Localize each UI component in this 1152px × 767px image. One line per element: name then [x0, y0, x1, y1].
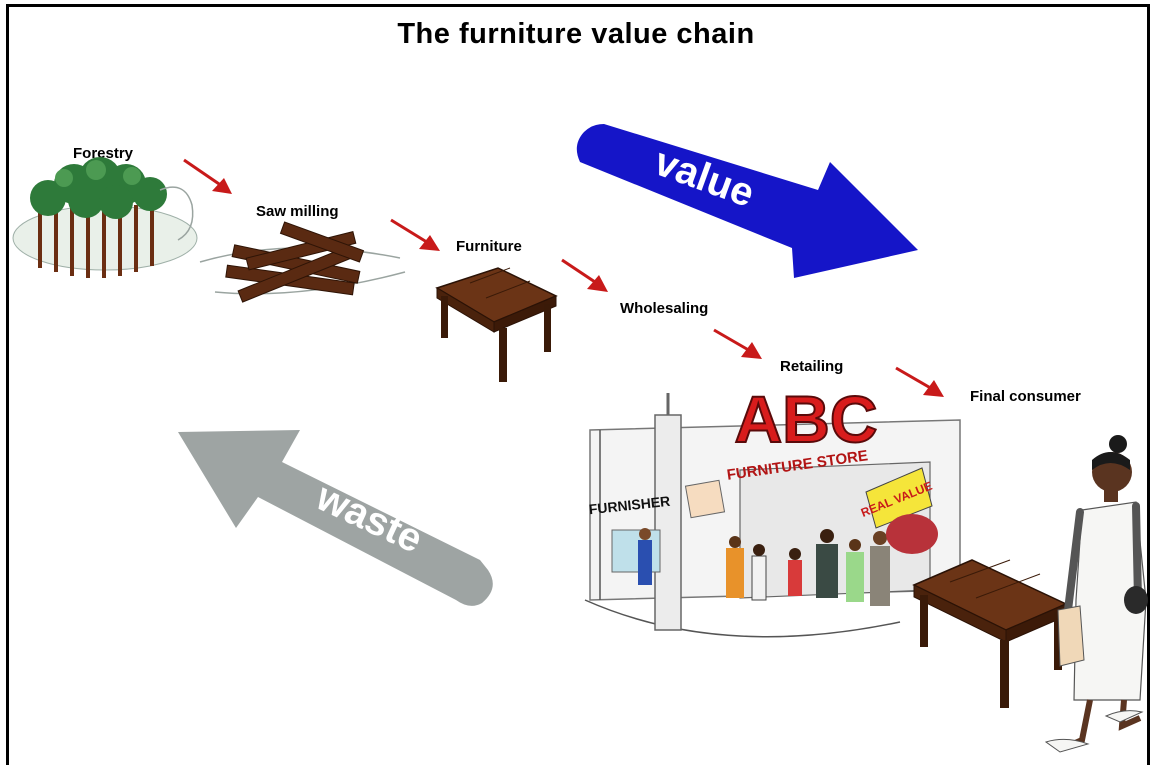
step-arrow-wholesaling-to-retailing — [713, 328, 762, 359]
consumer-woman-illustration — [1044, 435, 1148, 753]
shoppers-group — [638, 514, 938, 606]
step-arrows — [183, 158, 944, 397]
stage-label-saw-milling: Saw milling — [256, 203, 339, 220]
step-arrow-furniture-to-wholesaling — [561, 258, 608, 292]
value-arrow: value — [576, 124, 918, 278]
diagram-frame — [6, 4, 1150, 765]
store-sign-main: ABC — [735, 382, 878, 456]
store-illustration: REAL VALUE FURNISHER ABC FURNITURE STORE — [584, 381, 961, 638]
stage-label-furniture: Furniture — [456, 238, 522, 255]
forest-illustration — [12, 157, 198, 278]
sawn-logs-illustration — [199, 221, 406, 303]
step-arrow-retailing-to-consumer — [895, 366, 944, 397]
stage-label-wholesaling: Wholesaling — [620, 300, 709, 317]
diagram-title: The furniture value chain — [397, 18, 755, 50]
waste-arrow: waste — [178, 430, 493, 606]
table-illustration-small — [435, 267, 558, 382]
table-illustration-large — [912, 559, 1068, 708]
stage-label-retailing: Retailing — [780, 358, 844, 375]
step-arrow-forestry-to-sawmill — [183, 158, 232, 194]
stage-label-final-consumer: Final consumer — [970, 388, 1081, 405]
step-arrow-sawmill-to-furniture — [390, 218, 440, 251]
stage-label-forestry: Forestry — [73, 145, 134, 162]
